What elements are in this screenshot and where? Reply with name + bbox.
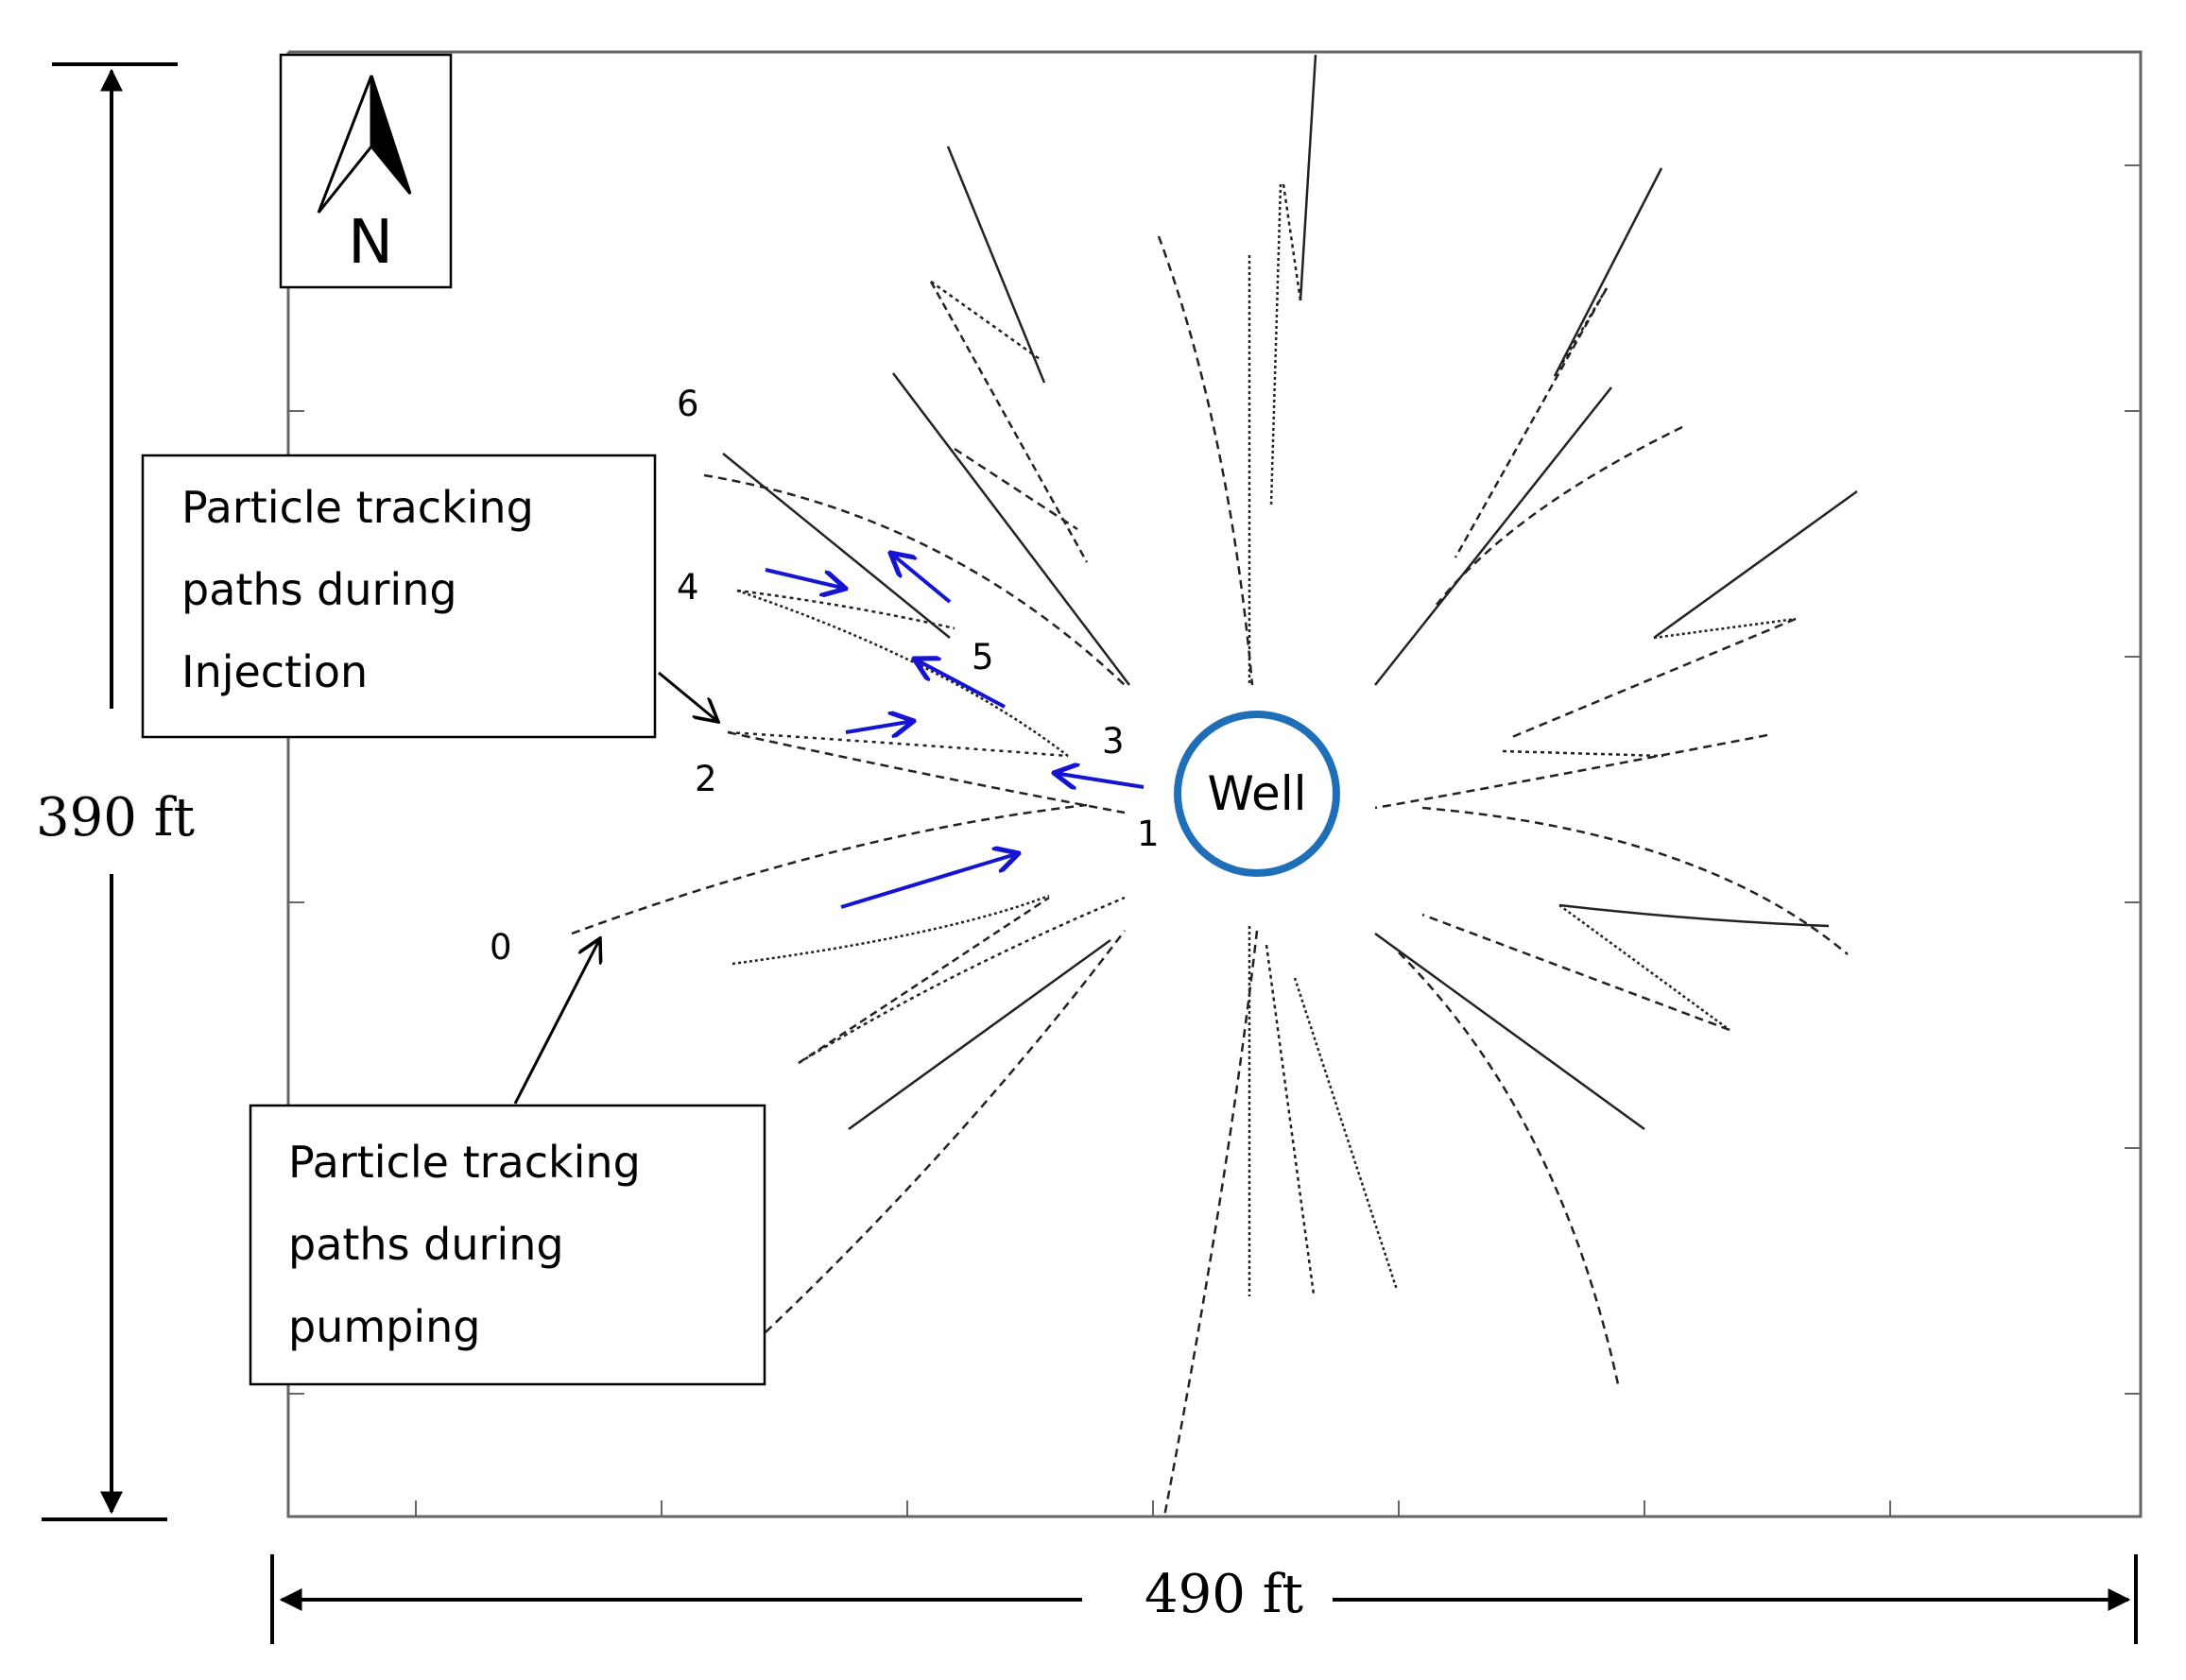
path-nw-5 [954, 447, 1078, 531]
path-nw-3 [929, 281, 1089, 563]
path-se-1 [1374, 932, 1645, 1131]
path-w-4 [848, 938, 1111, 1131]
flow-arrow-3 [914, 659, 1006, 709]
path-6-injection [703, 473, 1126, 686]
path-se-3 [1293, 977, 1399, 1291]
path-e-2 [1502, 749, 1664, 758]
path-nw-1 [946, 146, 1046, 384]
path-s-2 [1162, 930, 1259, 1517]
path-ne-5 [1436, 425, 1683, 606]
path-e-4 [1558, 903, 1830, 928]
path-label-0: 0 [490, 927, 512, 968]
path-ne-3 [1454, 287, 1609, 558]
flow-arrow-5 [1054, 773, 1145, 787]
path-ne-1 [1553, 167, 1663, 377]
path-4-pumping [736, 589, 1069, 757]
path-w-5 [765, 930, 1126, 1333]
north-arrow: N [279, 53, 453, 289]
path-label-6: 6 [677, 384, 699, 424]
callout-injection-box [141, 454, 657, 739]
path-ne-8 [1511, 617, 1797, 739]
callout-pumping-box [249, 1104, 766, 1386]
callout-pumping-line-3: pumping [288, 1301, 481, 1352]
flow-arrow-1 [765, 568, 846, 589]
height-dimension: 390 ft [36, 62, 195, 1521]
path-number-labels: 6 4 5 3 2 1 0 [490, 384, 1160, 968]
path-w-3 [798, 896, 1126, 1065]
path-nw-2 [930, 280, 1041, 361]
path-0-pumping [571, 803, 1088, 935]
callout-injection-line-3: Injection [181, 646, 368, 697]
path-n-4 [1282, 183, 1302, 301]
path-ne-7 [1653, 617, 1797, 640]
path-e-6 [1421, 913, 1730, 1032]
path-se-4 [1265, 944, 1316, 1295]
path-n-5 [1299, 54, 1317, 301]
path-ne-4 [1374, 386, 1612, 686]
path-se-2 [1398, 951, 1620, 1385]
width-dimension: 490 ft [270, 1554, 2138, 1644]
path-n-3 [1269, 183, 1282, 506]
callout-pumping-line-1: Particle tracking [288, 1137, 641, 1188]
path-2-pumping [727, 730, 1069, 758]
callout-pumping-line-2: paths during [288, 1219, 564, 1270]
well-marker: Well [1174, 711, 1340, 877]
path-e-1 [1374, 733, 1768, 810]
callout-injection-line-1: Particle tracking [181, 482, 534, 533]
flow-arrow-4 [845, 721, 914, 732]
path-label-1: 1 [1137, 814, 1160, 854]
path-label-2: 2 [695, 759, 717, 799]
path-4-injection [736, 589, 955, 630]
height-label: 390 ft [36, 787, 195, 849]
well-label: Well [1207, 766, 1306, 821]
flow-arrows [765, 553, 1145, 909]
callout-injection: Particle tracking paths during Injection [141, 454, 718, 739]
path-label-3: 3 [1102, 721, 1125, 762]
width-label: 490 ft [1145, 1564, 1303, 1625]
path-e-3 [1421, 806, 1849, 955]
callout-pumping: Particle tracking paths during pumping [249, 938, 766, 1386]
path-ne-6 [1653, 489, 1858, 640]
path-w-1 [732, 894, 1050, 966]
particle-paths [571, 54, 1858, 1517]
well-circle [1174, 711, 1340, 877]
path-e-5 [1558, 903, 1730, 1032]
path-label-5: 5 [972, 637, 994, 677]
flow-arrow-2 [890, 553, 952, 604]
path-label-4: 4 [677, 567, 699, 608]
path-w-2 [798, 896, 1050, 1065]
callout-injection-line-2: paths during [181, 564, 457, 615]
flow-arrow-6 [840, 853, 1019, 909]
path-n-1 [1157, 235, 1254, 686]
path-2-injection [727, 730, 1126, 814]
callout-pumping-pointer [513, 938, 600, 1105]
path-nw-4 [892, 372, 1130, 686]
callout-injection-pointer [658, 671, 718, 722]
north-label: N [348, 208, 393, 278]
path-6-pumping [722, 453, 951, 639]
